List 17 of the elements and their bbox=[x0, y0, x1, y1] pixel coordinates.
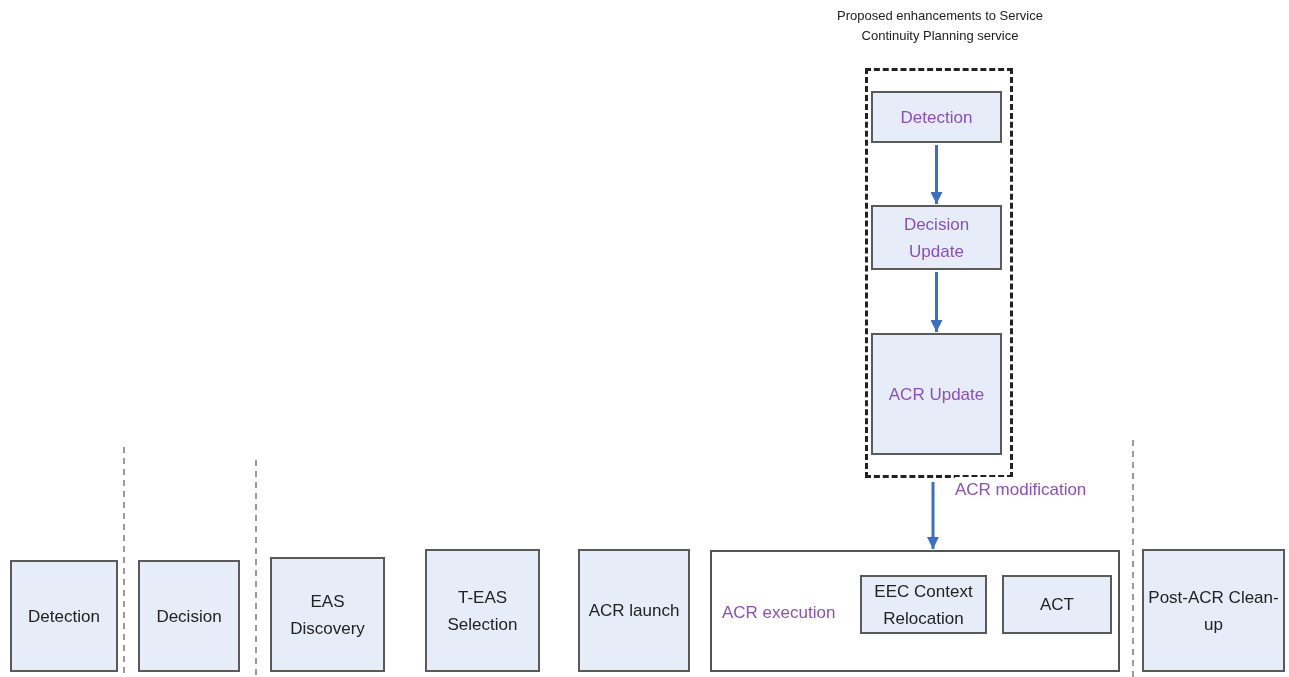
process-box: ACT bbox=[1002, 575, 1112, 634]
arrow bbox=[927, 482, 939, 549]
process-box: Post-ACR Clean-up bbox=[1142, 549, 1285, 672]
process-box: Detection bbox=[871, 91, 1002, 143]
process-box: Decision Update bbox=[871, 205, 1002, 270]
arrow bbox=[930, 272, 943, 332]
process-box: ACR Update bbox=[871, 333, 1002, 455]
execution-container bbox=[710, 550, 1120, 672]
process-box: Decision bbox=[138, 560, 240, 672]
container-label: ACR execution bbox=[722, 602, 836, 624]
process-box: EAS Discovery bbox=[270, 557, 385, 672]
process-box: EEC Context Relocation bbox=[860, 575, 987, 634]
arrow bbox=[930, 145, 943, 204]
group-title: Proposed enhancements to Service Continuity Planning service bbox=[836, 7, 1044, 45]
process-box: ACR launch bbox=[578, 549, 690, 672]
process-box: Detection bbox=[10, 560, 118, 672]
process-box: T-EAS Selection bbox=[425, 549, 540, 672]
